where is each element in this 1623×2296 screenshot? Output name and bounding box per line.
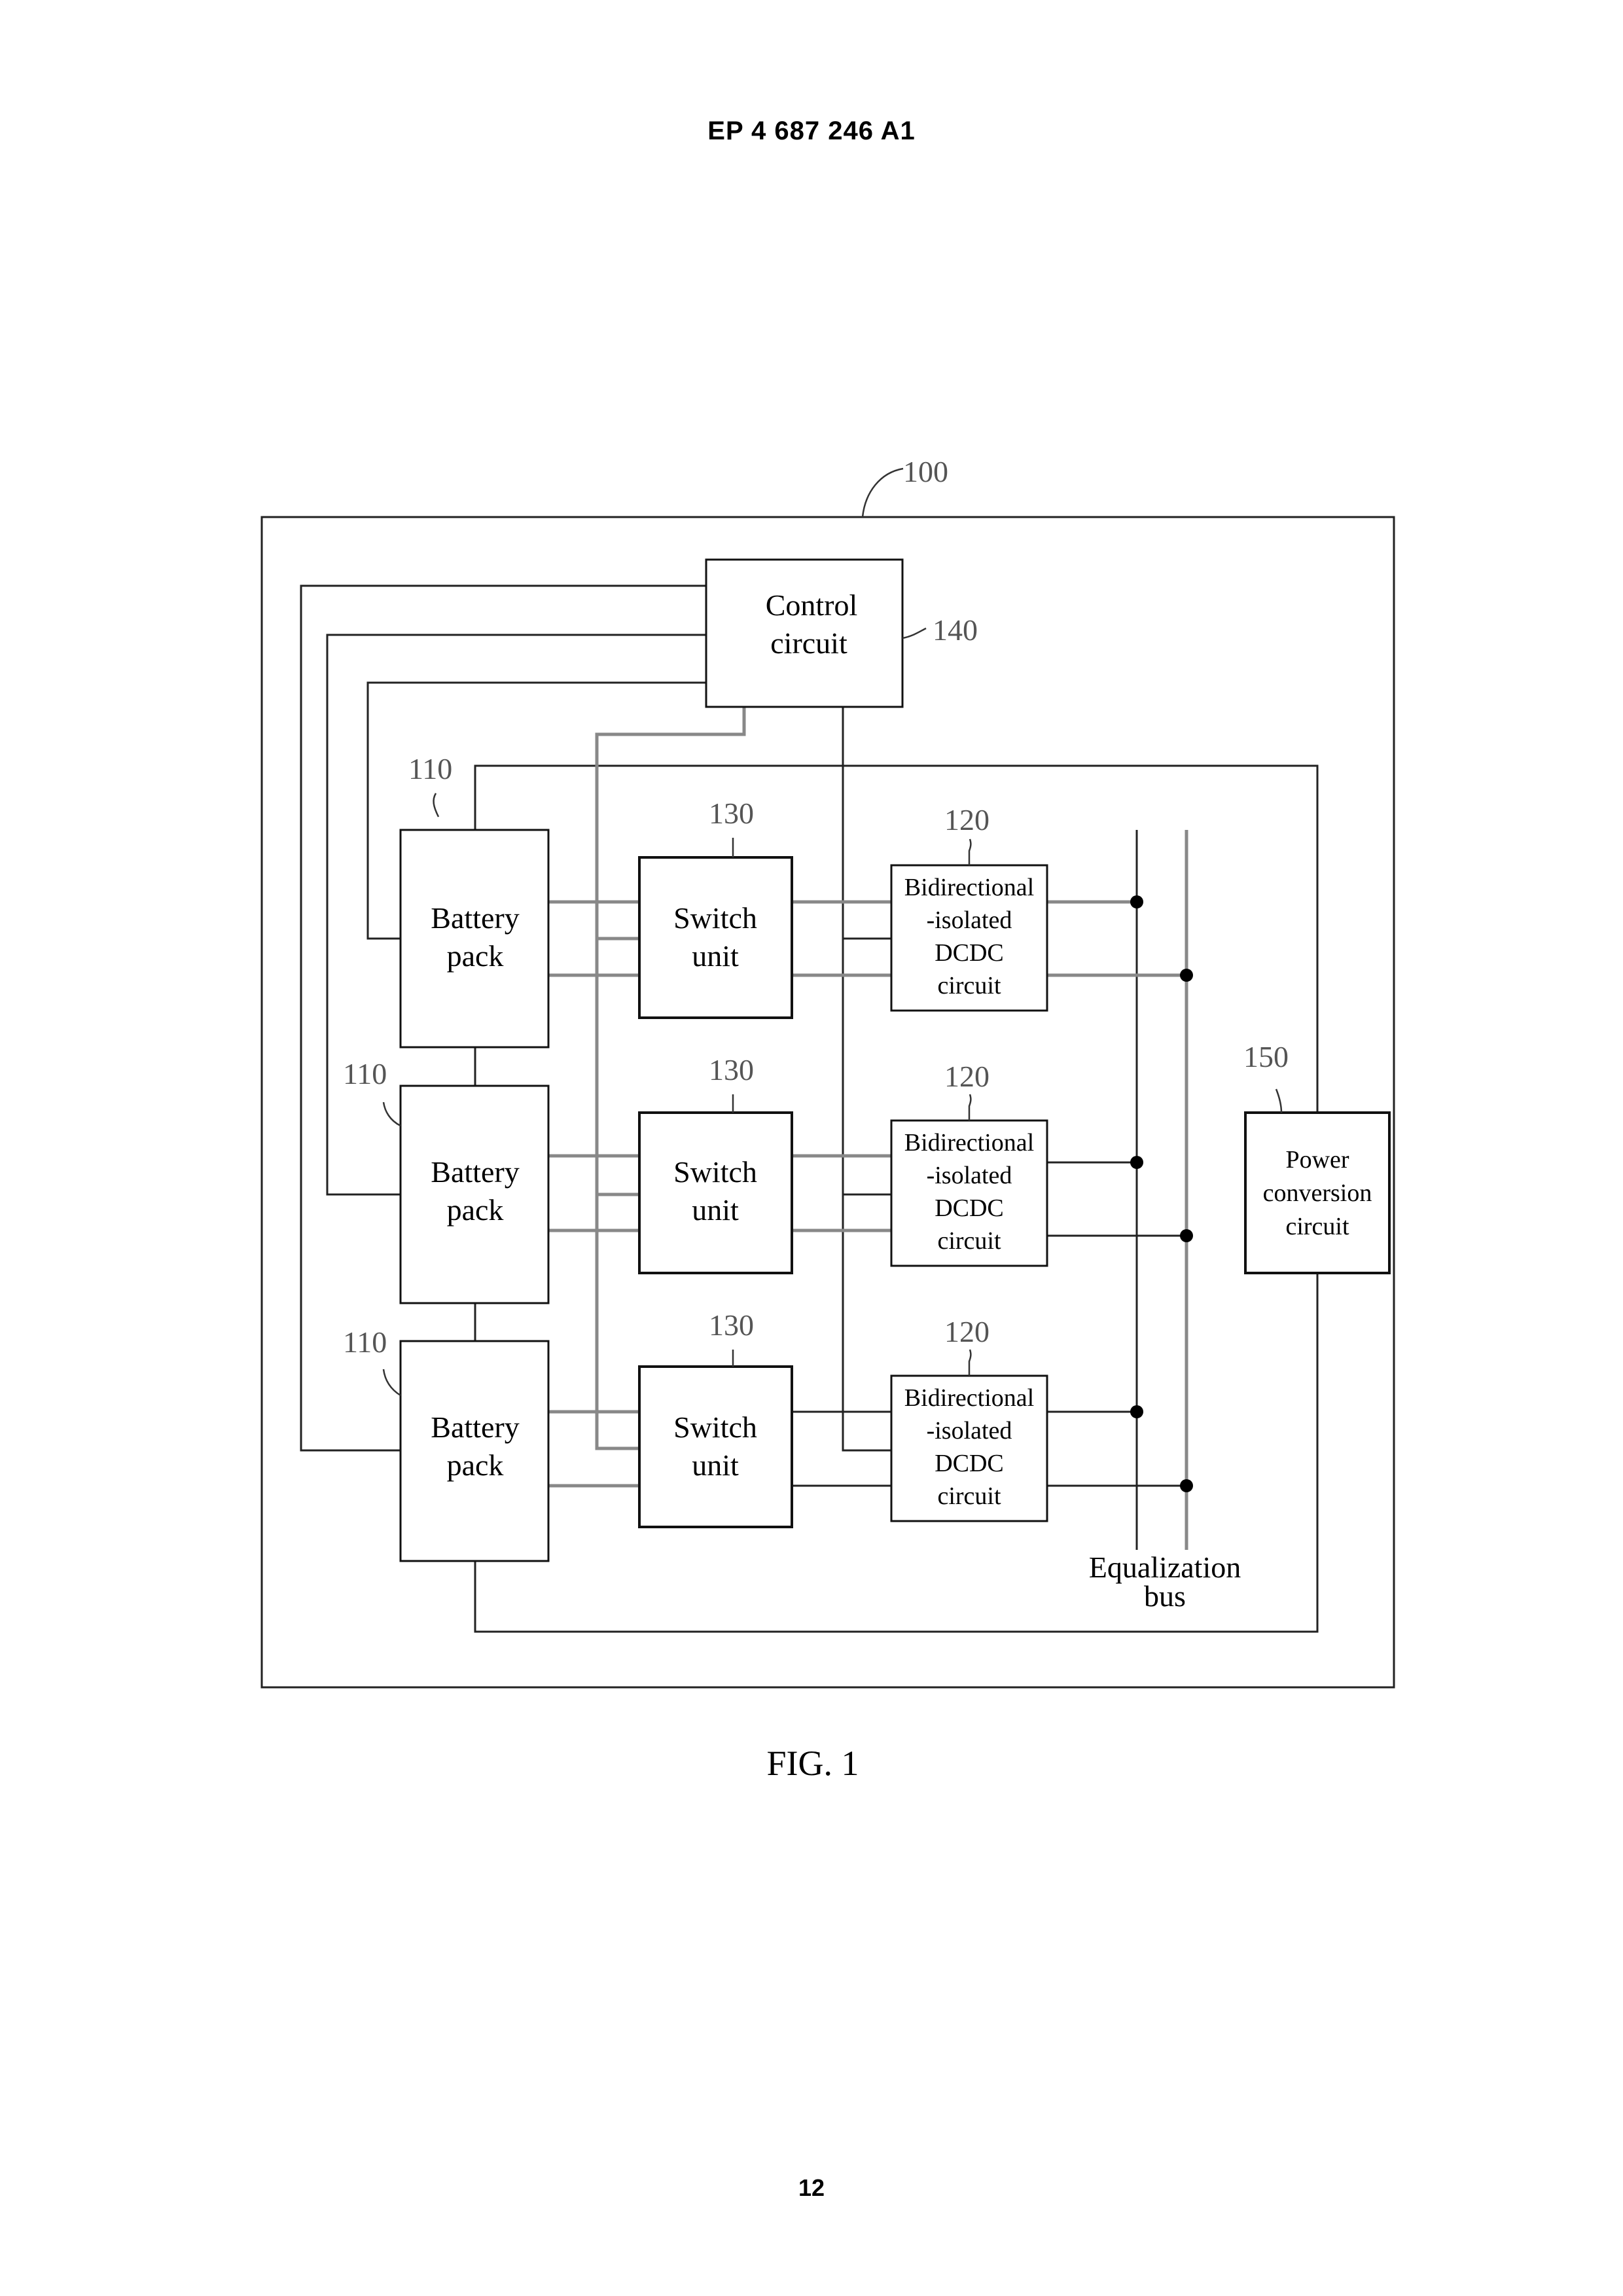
- dcdc-circuit-ref-leader: [969, 1350, 971, 1376]
- battery-pack-ref-leader: [383, 1369, 401, 1395]
- battery-pack-label-1: Battery: [431, 1155, 519, 1189]
- power-conversion-label-2: conversion: [1263, 1179, 1372, 1207]
- dcdc-circuit-ref: 120: [944, 1060, 990, 1093]
- dcdc-circuit-label-4: circuit: [937, 1227, 1001, 1255]
- switch-unit-label-1: Switch: [673, 1155, 757, 1189]
- switch-unit-label-2: unit: [692, 939, 739, 973]
- dcdc-circuit-ref: 120: [944, 1315, 990, 1348]
- junction-dot: [1180, 1229, 1193, 1242]
- switch-unit-label-2: unit: [692, 1193, 739, 1227]
- battery-pack-label-1: Battery: [431, 901, 519, 935]
- switch-unit-block: [639, 1367, 792, 1527]
- dcdc-circuit-label-2: -isolated: [927, 906, 1012, 934]
- switch-unit-ref: 130: [709, 1053, 754, 1086]
- battery-pack-ref: 110: [343, 1325, 387, 1359]
- switch-unit-ref: 130: [709, 797, 754, 830]
- page-number: 12: [0, 2174, 1623, 2202]
- junction-dot: [1130, 895, 1143, 908]
- switch-unit-label-2: unit: [692, 1448, 739, 1482]
- battery-pack-ref-leader: [383, 1102, 401, 1126]
- control-circuit-ref: 140: [933, 613, 978, 647]
- junction-dot: [1130, 1156, 1143, 1169]
- battery-pack-label-2: pack: [447, 939, 504, 973]
- control-circuit-label-1: Control: [766, 588, 858, 622]
- control-line-dcdc-bus: [843, 707, 891, 1450]
- dcdc-circuit-label-4: circuit: [937, 972, 1001, 999]
- power-conversion-label-1: Power: [1285, 1146, 1349, 1174]
- switch-unit-ref: 130: [709, 1308, 754, 1342]
- power-conversion-label-3: circuit: [1285, 1213, 1349, 1240]
- power-conversion-ref-leader: [1276, 1089, 1281, 1113]
- power-conversion-ref: 150: [1243, 1040, 1289, 1073]
- battery-pack-label-2: pack: [447, 1448, 504, 1482]
- control-circuit-label-2: circuit: [770, 626, 847, 660]
- dcdc-circuit-label-3: DCDC: [935, 939, 1004, 967]
- dcdc-circuit-label-1: Bidirectional: [904, 874, 1034, 901]
- control-circuit-ref-leader: [902, 628, 926, 638]
- dcdc-circuit-label-3: DCDC: [935, 1450, 1004, 1477]
- dcdc-circuit-label-1: Bidirectional: [904, 1129, 1034, 1157]
- dcdc-circuit-label-4: circuit: [937, 1482, 1001, 1510]
- battery-pack-ref-leader: [434, 793, 438, 817]
- dcdc-circuit-ref: 120: [944, 803, 990, 836]
- system-ref-leader: [863, 469, 903, 517]
- battery-pack-label-1: Battery: [431, 1410, 519, 1444]
- figure-caption: FIG. 1: [766, 1744, 859, 1783]
- dcdc-circuit-ref-leader: [969, 839, 971, 865]
- battery-pack-ref: 110: [408, 752, 452, 785]
- dcdc-circuit-label-2: -isolated: [927, 1417, 1012, 1444]
- switch-unit-block: [639, 857, 792, 1018]
- system-ref: 100: [903, 455, 948, 488]
- junction-dot: [1180, 969, 1193, 982]
- battery-pack-ref: 110: [343, 1057, 387, 1090]
- dcdc-circuit-label-1: Bidirectional: [904, 1384, 1034, 1412]
- battery-pack-block: [401, 830, 548, 1047]
- dcdc-circuit-label-2: -isolated: [927, 1162, 1012, 1189]
- junction-dot: [1130, 1405, 1143, 1418]
- junction-dot: [1180, 1479, 1193, 1492]
- dcdc-circuit-label-3: DCDC: [935, 1194, 1004, 1222]
- switch-unit-label-1: Switch: [673, 901, 757, 935]
- switch-unit-label-1: Switch: [673, 1410, 757, 1444]
- equalization-bus-label-2: bus: [1144, 1579, 1186, 1613]
- dcdc-circuit-ref-leader: [969, 1094, 971, 1121]
- battery-pack-label-2: pack: [447, 1193, 504, 1227]
